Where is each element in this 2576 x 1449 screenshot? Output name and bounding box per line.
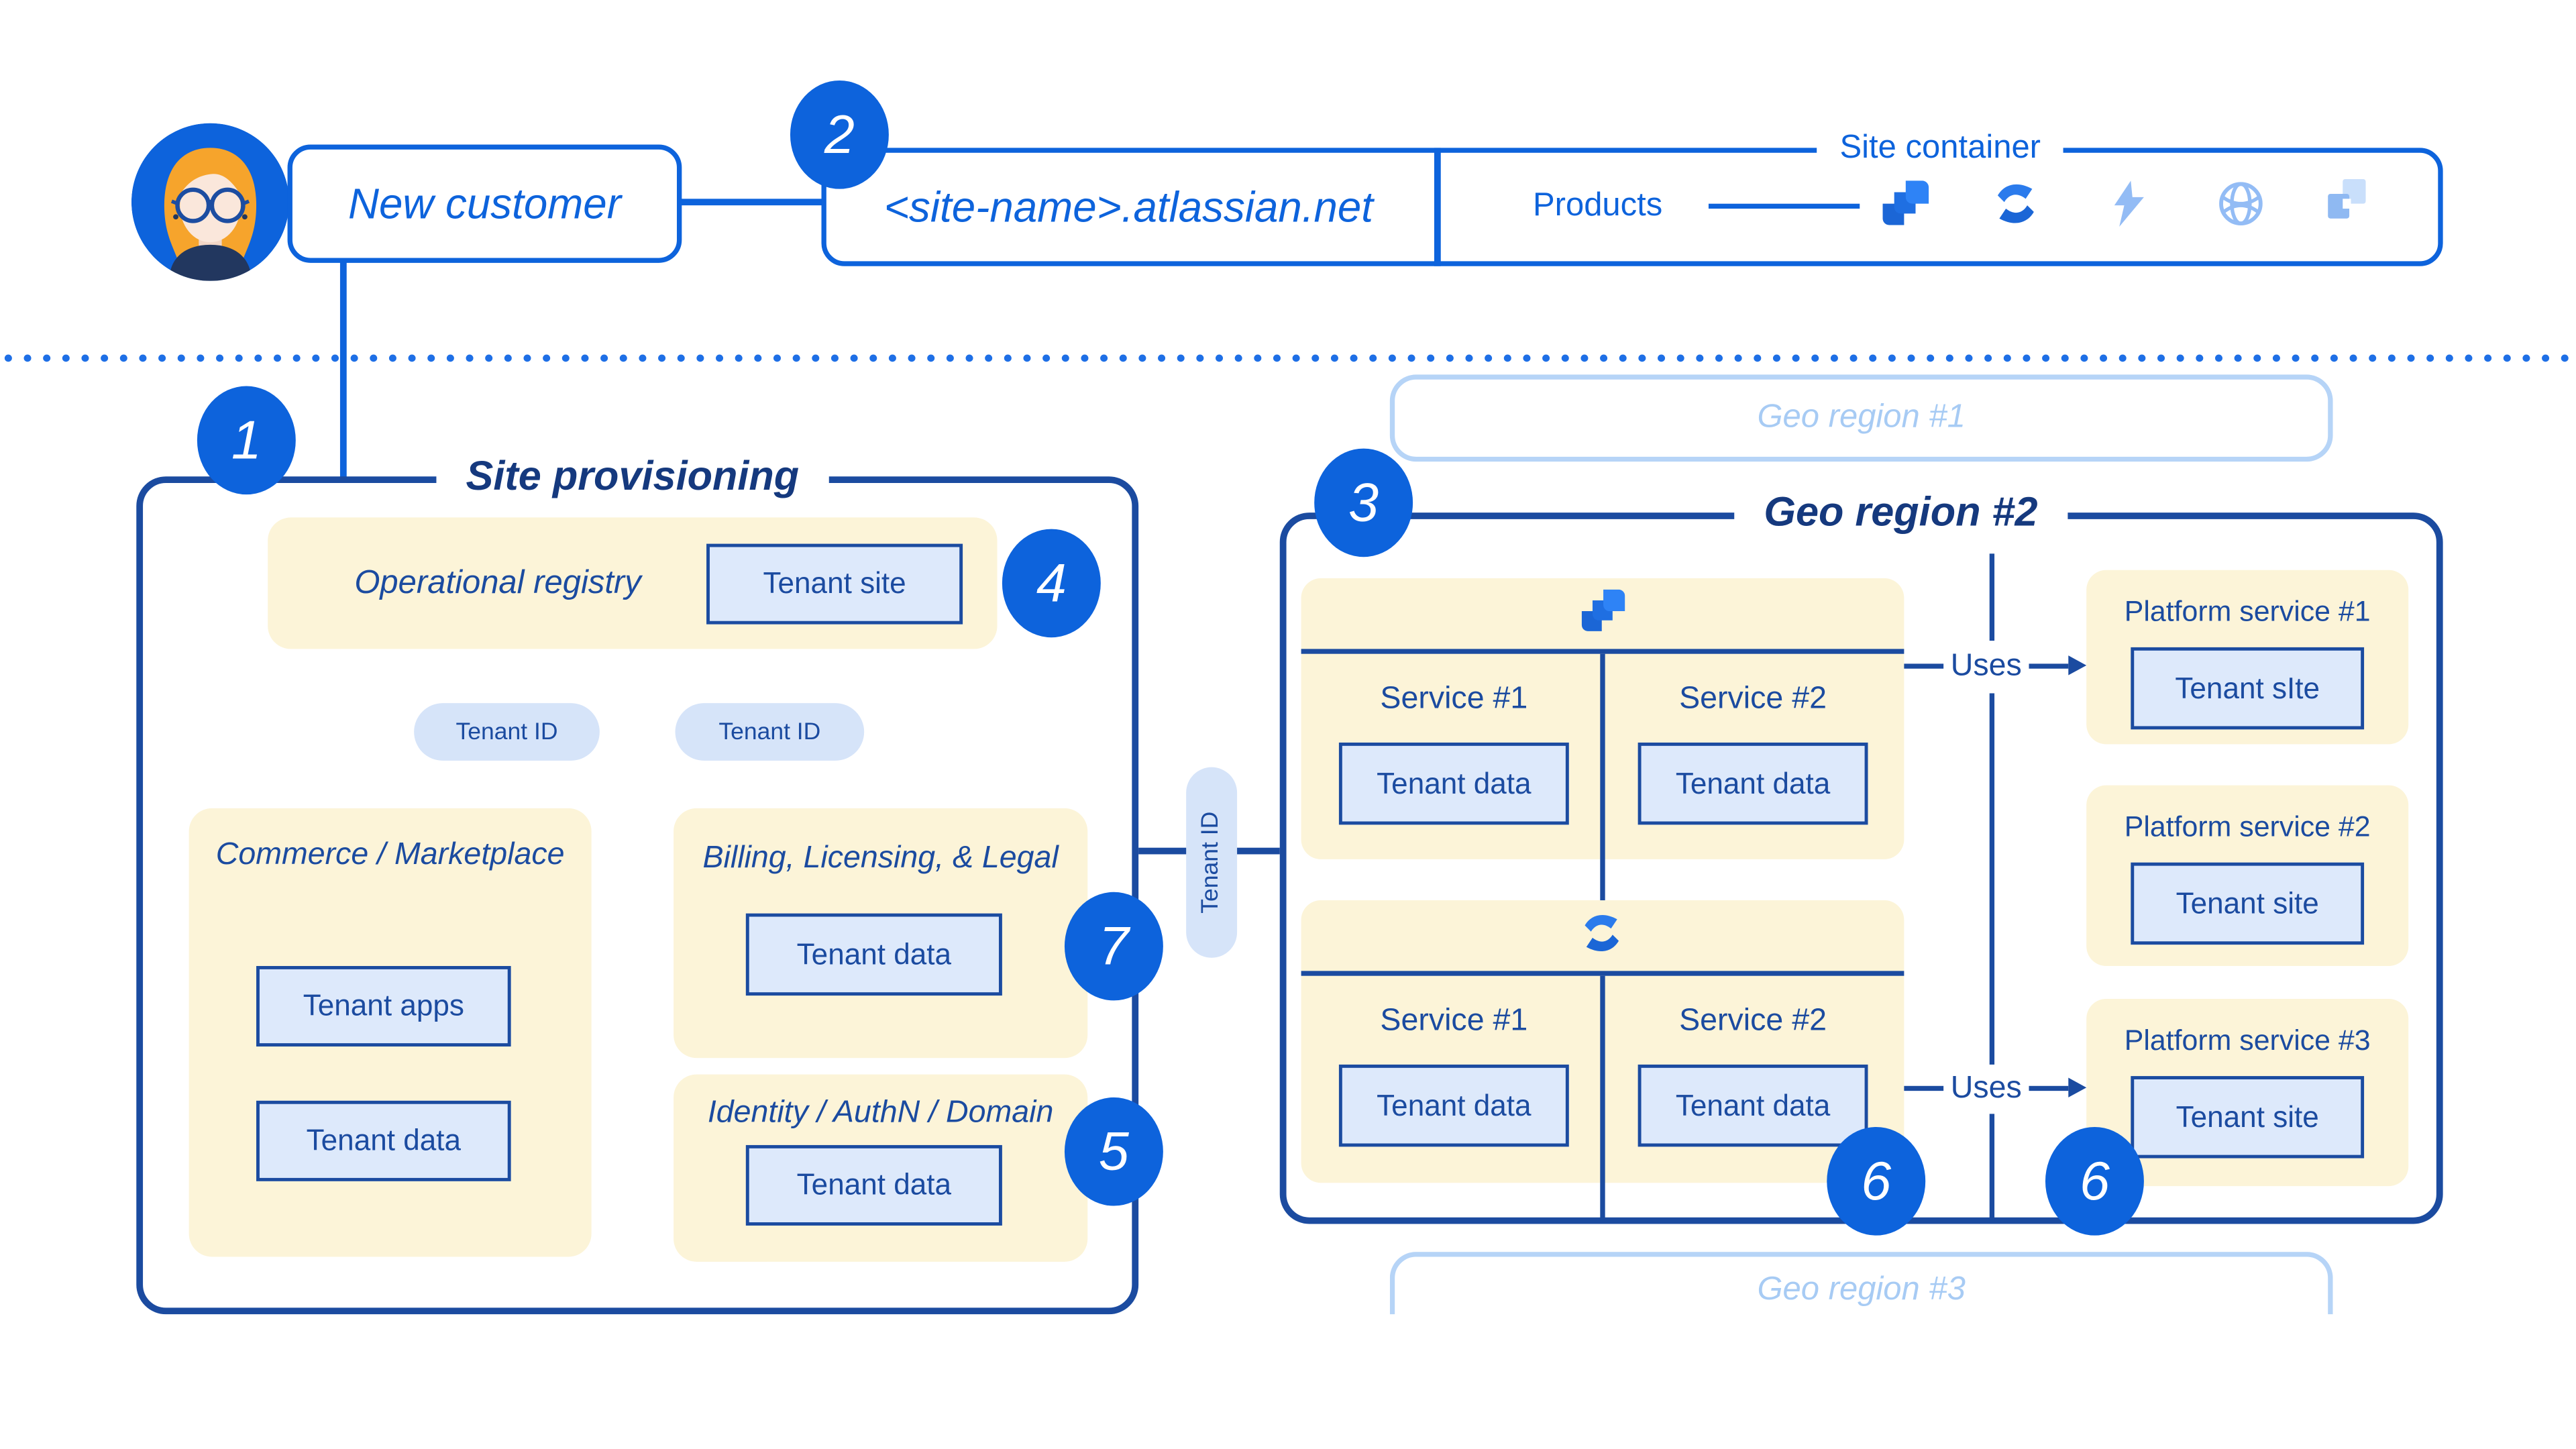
bolt-icon (2114, 180, 2144, 227)
step-badge-3: 3 (1314, 448, 1413, 557)
geo2-vertical-line-bottom (1989, 1114, 1995, 1221)
platform-service-1-tenant-site: Tenant sIte (2131, 647, 2365, 730)
tenant-id-pill-right: Tenant ID (675, 703, 865, 761)
geo-region-2-title: Geo region #2 (1734, 483, 2068, 543)
products-line (1708, 203, 1860, 209)
jira-block-divider-line (1301, 649, 1904, 654)
confluence-icon (1585, 914, 1619, 952)
uses-bottom-label: Uses (1950, 1071, 2022, 1106)
site-box-divider (1434, 148, 1440, 266)
avatar-connector-line (339, 259, 346, 480)
platform-service-1-title: Platform service #1 (2124, 594, 2371, 627)
step-badge-6-left: 6 (1827, 1127, 1926, 1236)
jira-icon (1581, 589, 1625, 631)
geo-region-3-label: Geo region #3 (1757, 1271, 1966, 1307)
operational-registry-label: Operational registry (354, 564, 641, 601)
billing-title: Billing, Licensing, & Legal (702, 841, 1059, 876)
tenant-id-connector-pill: Tenant ID (1186, 767, 1238, 958)
confluence-services-divider (1600, 975, 1605, 1221)
geo2-vertical-line-top (1989, 553, 1995, 641)
customer-avatar (131, 123, 290, 281)
uses-top-arrowhead-icon (2068, 655, 2087, 676)
step-badge-5: 5 (1064, 1097, 1163, 1206)
products-label: Products (1532, 186, 1663, 223)
uses-top-label: Uses (1950, 649, 2022, 684)
tenant-id-pill-left: Tenant ID (414, 703, 600, 761)
billing-tenant-data-box: Tenant data (745, 913, 1002, 996)
geo-region-3-box (1389, 1252, 2333, 1315)
step-badge-4: 4 (1002, 529, 1101, 638)
uses-bottom-line (1904, 1085, 1944, 1091)
commerce-tenant-data-box: Tenant data (256, 1100, 511, 1181)
jira-service-2-tenant-data: Tenant data (1638, 742, 1868, 825)
confluence-service-2-tenant-data: Tenant data (1638, 1064, 1868, 1147)
jira-service-2-label: Service #2 (1679, 682, 1827, 716)
jira-service-1-label: Service #1 (1380, 682, 1528, 716)
identity-title: Identity / AuthN / Domain (707, 1095, 1054, 1130)
confluence-service-1-label: Service #1 (1380, 1004, 1528, 1038)
geo-region-3-clip: Geo region #3 (1389, 1252, 2333, 1315)
confluence-service-2-label: Service #2 (1679, 1004, 1827, 1038)
site-url: <site-name>.atlassian.net (883, 181, 1374, 231)
step-badge-6-right: 6 (2045, 1127, 2144, 1236)
geo2-vertical-line-middle (1989, 693, 1995, 1065)
identity-tenant-data-box: Tenant data (745, 1144, 1002, 1226)
platform-service-2-title: Platform service #2 (2124, 809, 2371, 843)
jira-service-1-tenant-data: Tenant data (1338, 742, 1569, 825)
uses-bottom-arrowhead-icon (2068, 1077, 2087, 1097)
customer-to-site-line (678, 199, 826, 205)
platform-service-3-tenant-site: Tenant site (2131, 1076, 2365, 1159)
globe-icon (2219, 182, 2263, 226)
site-provisioning-title: Site provisioning (436, 447, 829, 506)
commerce-marketplace-title: Commerce / Marketplace (215, 837, 565, 873)
uses-bottom-arrow-line (2029, 1085, 2069, 1091)
uses-top-arrow-line (2029, 663, 2069, 669)
site-container-label: Site container (1817, 125, 2064, 171)
platform-service-3-title: Platform service #3 (2124, 1022, 2371, 1056)
tenant-site-box: Tenant site (706, 543, 963, 625)
new-customer-box: New customer (287, 144, 682, 263)
confluence-service-1-tenant-data: Tenant data (1338, 1064, 1569, 1147)
geo-region-1-box (1389, 374, 2333, 462)
site-container-box (821, 148, 2443, 266)
geo-region-1-label: Geo region #1 (1757, 399, 1966, 435)
new-customer-label: New customer (347, 178, 621, 228)
app-tiles-icon (2328, 178, 2366, 219)
step-badge-7: 7 (1064, 892, 1163, 1001)
platform-service-2-tenant-site: Tenant site (2131, 862, 2365, 945)
jira-icon (1882, 180, 1929, 225)
step-badge-1: 1 (197, 386, 296, 495)
step-badge-2: 2 (790, 80, 889, 189)
confluence-icon (1997, 184, 2034, 223)
tenant-apps-box: Tenant apps (256, 966, 511, 1047)
confluence-block-divider-line (1301, 971, 1904, 976)
jira-services-divider (1600, 653, 1605, 901)
uses-top-line (1904, 663, 1944, 669)
